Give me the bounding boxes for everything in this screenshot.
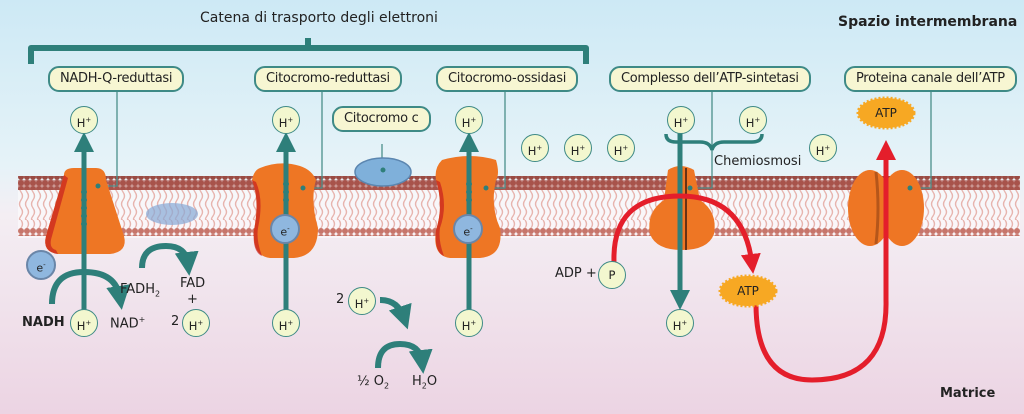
- proton-ion: H+: [70, 309, 98, 337]
- proton-ion: H+: [809, 134, 837, 162]
- leader-lines: [98, 90, 932, 189]
- atp-badge-intermembrane: [856, 96, 916, 130]
- label-atp-channel: Proteina canale dell’ATP: [844, 66, 1017, 92]
- proton-ion: H+: [739, 106, 767, 134]
- proton-ion: H+: [666, 309, 694, 337]
- electron: e-: [270, 214, 300, 244]
- atp-flow-arrows: [611, 140, 896, 383]
- plus-sign: +: [187, 292, 198, 307]
- proton-ion: H+: [348, 287, 376, 315]
- proton-ion: H+: [667, 106, 695, 134]
- nad-label: NAD+: [110, 315, 146, 332]
- reaction-arrows: [49, 242, 433, 374]
- electron: e-: [453, 214, 483, 244]
- label-cytochrome-oxidase: Citocromo-ossidasi: [436, 66, 579, 92]
- electron: e-: [26, 250, 56, 280]
- proton-ion: H+: [272, 106, 300, 134]
- etc-bracket: [28, 38, 589, 64]
- proton-ion: H+: [455, 309, 483, 337]
- coefficient-two: 2: [171, 314, 180, 329]
- etc-title: Catena di trasporto degli elettroni: [200, 10, 438, 26]
- atp-badge-matrix: [718, 274, 778, 308]
- label-nadh-q-reductase: NADH-Q-reduttasi: [48, 66, 185, 92]
- proton-ion: H+: [182, 309, 210, 337]
- ubiquinone: [146, 203, 198, 225]
- atp-label-intermembrane: ATP: [875, 106, 897, 120]
- region-intermembrane-label: Spazio intermembrana: [838, 14, 1018, 30]
- chemiosmosis-brace: [664, 133, 764, 151]
- label-atp-synthase: Complesso dell’ATP-sintetasi: [609, 66, 811, 92]
- atp-label-matrix: ATP: [737, 284, 759, 298]
- coefficient-two: 2: [336, 292, 345, 307]
- h2o-label: H2O: [412, 374, 438, 391]
- proton-ion: H+: [607, 134, 635, 162]
- adp-label: ADP +: [555, 266, 597, 281]
- proton-ion: H+: [455, 106, 483, 134]
- label-cytochrome-reductase: Citocromo-reduttasi: [254, 66, 402, 92]
- proton-ion: H+: [272, 309, 300, 337]
- proton-ion: H+: [564, 134, 592, 162]
- proton-ion: H+: [70, 106, 98, 134]
- half-o2-label: ½ O2: [357, 374, 390, 391]
- phosphate-ion: P: [598, 261, 626, 289]
- chemiosmosis-label: Chemiosmosi: [714, 154, 802, 169]
- fadh2-label: FADH2: [120, 282, 161, 299]
- proton-ion: H+: [521, 134, 549, 162]
- complex-atp-channel: [848, 170, 924, 246]
- nadh-label: NADH: [22, 315, 65, 330]
- electron-path-dots: [81, 181, 472, 227]
- region-matrix-label: Matrice: [940, 386, 996, 401]
- fad-label: FAD: [180, 276, 206, 291]
- label-cytochrome-c: Citocromo c: [332, 106, 431, 132]
